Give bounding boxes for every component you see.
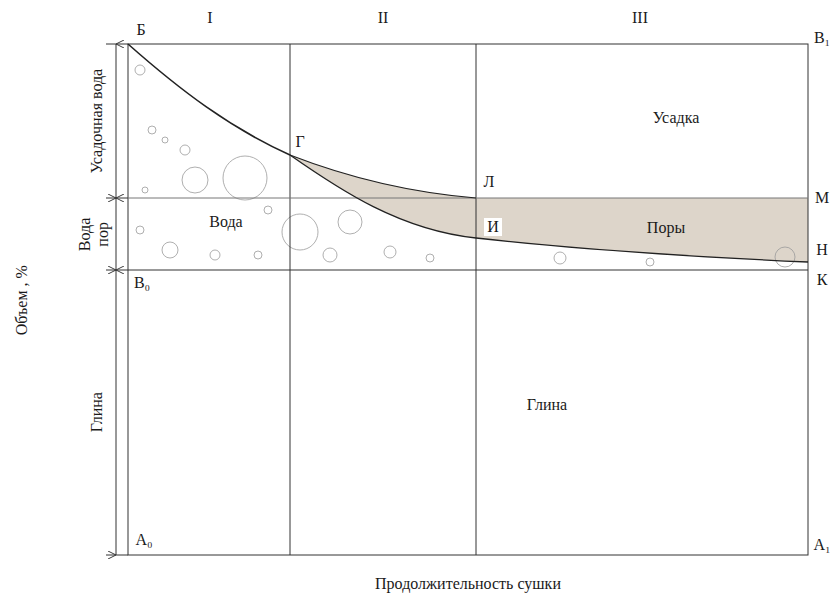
axis-title: Продолжительность сушки bbox=[375, 575, 561, 593]
point-letter: А₁ bbox=[813, 536, 830, 554]
axis-segment-label: Усадочная вода bbox=[88, 69, 106, 174]
point-letter: А₀ bbox=[135, 531, 152, 549]
frame-lines bbox=[128, 44, 808, 555]
dimension-line bbox=[106, 44, 128, 555]
point-letter: Г bbox=[295, 133, 304, 151]
point-letter: К bbox=[817, 271, 828, 289]
point-letter: М bbox=[815, 189, 829, 207]
point-letter: Л bbox=[484, 173, 495, 191]
axis-segment-label: Глина bbox=[88, 392, 106, 432]
point-letter: Б bbox=[136, 21, 145, 39]
pore-region bbox=[290, 155, 808, 262]
stage-number: II bbox=[378, 9, 389, 27]
region-label: Усадка bbox=[653, 109, 700, 127]
axis-title: Объем , % bbox=[13, 265, 31, 335]
stage-number: III bbox=[632, 9, 648, 27]
point-letter: В₁ bbox=[814, 29, 830, 47]
point-letter: В₀ bbox=[134, 274, 150, 292]
region-label: Вода bbox=[209, 213, 242, 231]
stage-number: I bbox=[207, 9, 212, 27]
point-letter: И bbox=[484, 218, 502, 236]
region-label: Глина bbox=[527, 396, 567, 414]
region-label: Поры bbox=[647, 219, 685, 237]
point-letter: Н bbox=[816, 241, 828, 259]
drying-curves bbox=[128, 44, 808, 262]
axis-segment-label: Вода пор bbox=[76, 209, 113, 259]
